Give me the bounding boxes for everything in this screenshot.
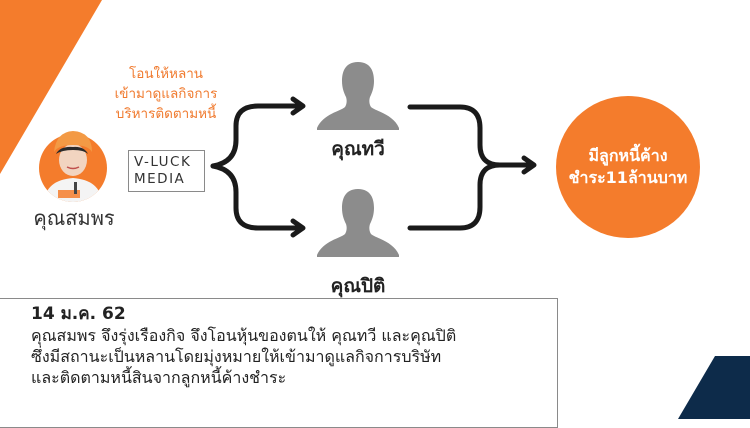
- recipient-1-name: คุณทวี: [331, 138, 385, 160]
- company-name-line2: MEDIA: [134, 171, 186, 187]
- event-description-box: 14 ม.ค. 62 คุณสมพร จึงรุ่งเรืองกิจ จึงโอ…: [0, 298, 558, 428]
- event-description-line: และติดตามหนี้สินจากลูกหนี้ค้างชำระ: [31, 368, 287, 387]
- debt-summary-line1: มีลูกหนี้ค้าง: [588, 146, 668, 165]
- caption-line: เข้ามาดูแลกิจการ: [114, 86, 218, 102]
- event-description-line: คุณสมพร จึงรุ่งเรืองกิจ จึงโอนหุ้นของตนใ…: [31, 326, 457, 345]
- debt-summary-circle: มีลูกหนี้ค้าง ชำระ11ล้านบาท: [556, 96, 700, 238]
- transfer-caption: โอนให้หลาน เข้ามาดูแลกิจการ บริหารติดตาม…: [98, 64, 234, 124]
- recipient-2-name: คุณปิติ: [330, 275, 386, 297]
- caption-line: บริหารติดตามหนี้: [115, 106, 217, 122]
- recipient-2-avatar: [315, 188, 401, 258]
- person-silhouette-icon: [317, 62, 399, 130]
- arrow-right-icon: [290, 218, 306, 238]
- right-brace-icon: [407, 104, 503, 168]
- left-brace-icon: [210, 103, 305, 169]
- recipient-1-avatar: [315, 62, 401, 130]
- event-description-line: ซึ่งมีสถานะเป็นหลานโดยมุ่งหมายให้เข้ามาด…: [31, 347, 442, 366]
- source-person-avatar: [36, 128, 110, 202]
- caption-line: โอนให้หลาน: [128, 66, 204, 82]
- flow-connectors: [210, 96, 537, 238]
- company-name-line1: V-LUCK: [134, 154, 192, 170]
- arrow-right-icon: [290, 96, 306, 116]
- navy-corner-decoration: [678, 356, 750, 419]
- person-photo-icon: [39, 131, 107, 202]
- company-logo-box: V-LUCK MEDIA: [128, 150, 205, 192]
- source-person-name: คุณสมพร: [33, 206, 115, 230]
- arrow-right-icon: [521, 155, 537, 175]
- event-date: 14 ม.ค. 62: [31, 304, 126, 324]
- person-silhouette-icon: [317, 189, 399, 257]
- debt-summary-line2: ชำระ11ล้านบาท: [568, 168, 688, 187]
